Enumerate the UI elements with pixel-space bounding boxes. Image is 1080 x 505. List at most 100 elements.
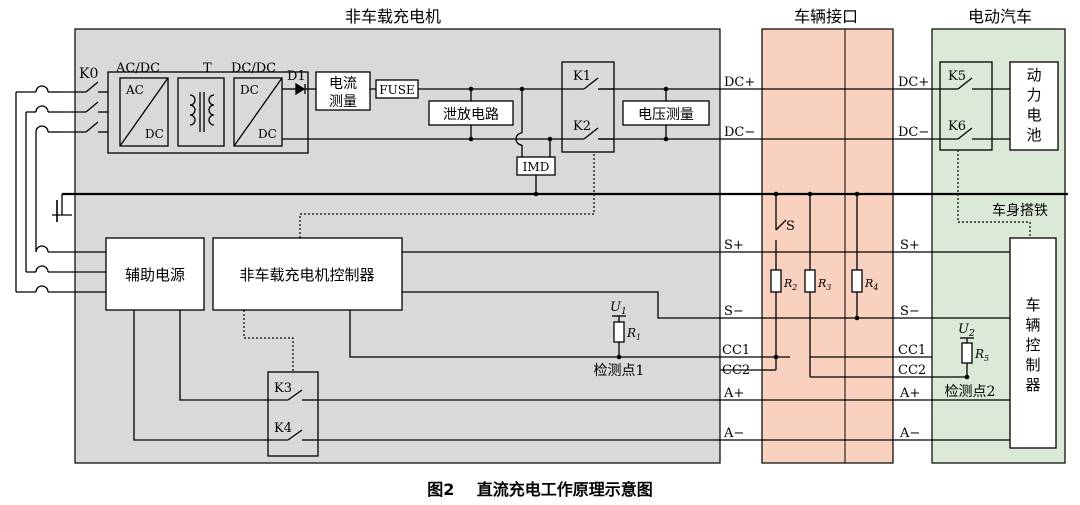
terminal-labels-right: DC+ DC− S+ S− CC1 CC2 A+ A− [898, 75, 929, 441]
dcdc-converter [233, 77, 283, 147]
svg-text:S+: S+ [900, 238, 920, 253]
interface-title: 车辆接口 [794, 7, 858, 26]
u2-label: U2 [958, 322, 975, 339]
interface-section-background [761, 28, 894, 464]
junction [663, 136, 669, 142]
control-link-k1k2 [299, 152, 595, 238]
svg-text:S−: S− [900, 304, 920, 319]
junction [533, 191, 539, 197]
imd-wires [515, 89, 551, 194]
svg-text:CC1: CC1 [898, 343, 926, 358]
junction [468, 86, 474, 92]
svg-text:CC2: CC2 [722, 363, 750, 378]
svg-text:DC+: DC+ [724, 75, 755, 90]
r5-label: R5 [974, 347, 989, 363]
svg-text:A−: A− [899, 426, 920, 441]
dc-buses [282, 88, 762, 140]
imd-box [516, 156, 556, 176]
u1-label: U1 [610, 300, 627, 317]
imd-label: IMD [523, 160, 550, 174]
vcu-char-5: 器 [1025, 376, 1040, 394]
junction [854, 191, 860, 197]
r1-label: R1 [626, 326, 641, 342]
interface-resistors [770, 269, 863, 293]
svg-text:CC1: CC1 [722, 343, 750, 358]
vcu-char-1: 车 [1025, 296, 1040, 314]
svg-text:DC−: DC− [898, 125, 929, 140]
k5-k6-switches [932, 77, 1010, 140]
acdc-out-label: DC [145, 127, 164, 141]
current-meas-line2: 测量 [329, 94, 357, 110]
converter-box [107, 71, 309, 154]
junction [773, 191, 779, 197]
control-link-k5k6 [957, 150, 1031, 238]
dcdc-in-label: DC [240, 83, 259, 97]
k3-k4-switches [268, 389, 318, 441]
current-measurement-box [315, 71, 371, 111]
discharge-label: 泄放电路 [443, 107, 499, 123]
transformer [177, 77, 225, 147]
junction [519, 86, 525, 92]
battery-char-3: 电 [1026, 106, 1041, 124]
ac-supply [15, 85, 1068, 293]
acdc-in-label: AC [125, 83, 144, 97]
junction [964, 374, 970, 380]
check-point-1-label: 检测点1 [594, 363, 645, 379]
body-ground-label: 车身搭铁 [992, 202, 1048, 219]
k2-label: K2 [573, 119, 591, 134]
vcu-char-4: 制 [1025, 356, 1040, 374]
svg-text:CC2: CC2 [898, 363, 926, 378]
r1-resistor [612, 315, 626, 357]
junction [807, 191, 813, 197]
vehicle-controller-box [1009, 237, 1057, 449]
battery-char-2: 力 [1026, 86, 1041, 104]
aux-power-label: 辅助电源 [125, 266, 185, 284]
signal-wires [133, 251, 762, 441]
svg-text:A+: A+ [723, 386, 744, 401]
battery-char-1: 动 [1026, 66, 1041, 84]
control-link-k3k4 [243, 310, 294, 372]
svg-text:DC+: DC+ [898, 75, 929, 90]
vehicle-wires [932, 251, 1010, 441]
acdc-converter [119, 77, 169, 147]
voltage-measurement-box [622, 100, 710, 126]
k3-k4-box [267, 371, 319, 457]
junction [773, 354, 779, 360]
vcu-char-3: 控 [1025, 336, 1040, 354]
svg-text:DC−: DC− [724, 125, 755, 140]
charger-title: 非车载充电机 [345, 7, 441, 26]
voltage-meas-label: 电压测量 [638, 107, 694, 123]
fuse-box [375, 79, 419, 99]
check-point-2-label: 检测点2 [945, 384, 996, 400]
dcdc-label: DC/DC [231, 61, 276, 76]
figure-caption: 图2 直流充电工作原理示意图 [427, 480, 652, 499]
k4-label: K4 [274, 421, 292, 436]
acdc-label: AC/DC [115, 61, 160, 76]
k1-k2-box [561, 61, 615, 153]
svg-text:S+: S+ [724, 238, 744, 253]
current-meas-line1: 电流 [329, 76, 357, 92]
power-battery-box [1009, 61, 1059, 151]
charger-controller-box [212, 237, 403, 311]
fuse-label: FUSE [379, 83, 414, 97]
junction [854, 315, 860, 321]
svg-text:A+: A+ [899, 386, 920, 401]
svg-text:A−: A− [723, 426, 744, 441]
k0-label: K0 [79, 66, 98, 82]
k1-label: K1 [573, 69, 591, 84]
d1-label: D1 [287, 69, 306, 84]
terminal-labels-left: DC+ DC− S+ S− CC1 CC2 A+ A− [722, 75, 755, 441]
aux-power-box [105, 237, 205, 311]
k1-k2-switches [562, 77, 614, 140]
transformer-label: T [203, 61, 212, 76]
dcdc-out-label: DC [258, 127, 277, 141]
junction [616, 354, 622, 360]
r2-label: R2 [783, 277, 797, 292]
k0-switches [62, 81, 108, 133]
junction [468, 136, 474, 142]
vcu-char-2: 辆 [1025, 316, 1040, 334]
r3-label: R3 [817, 277, 831, 292]
k6-label: K6 [948, 119, 966, 134]
junction [663, 86, 669, 92]
